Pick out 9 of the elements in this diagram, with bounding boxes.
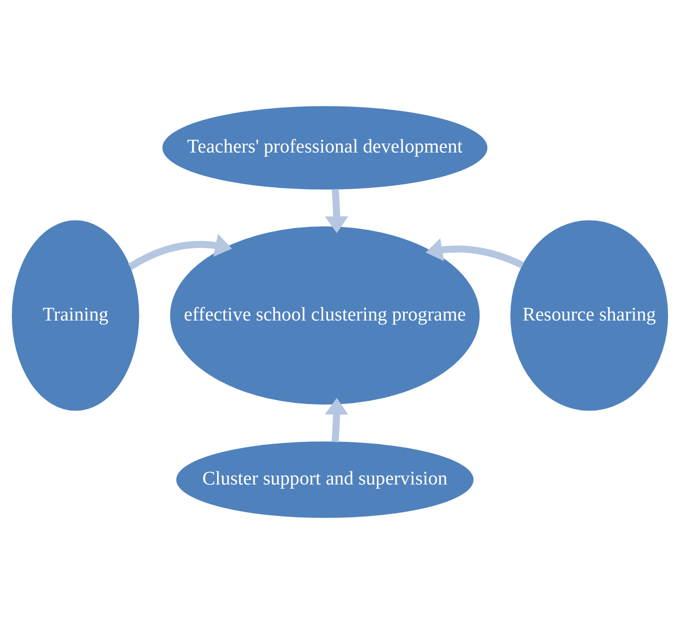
node-ellipse: Cluster support and supervision [176, 442, 474, 518]
arrow [128, 234, 232, 270]
node-ellipse: effective school clustering programe [170, 226, 480, 405]
arrow [426, 238, 524, 268]
node-ellipse: Resource sharing [510, 220, 668, 411]
arrow [324, 189, 348, 234]
arrow [324, 398, 348, 442]
node-ellipse: Teachers' professional development [162, 106, 488, 190]
node-ellipse: Training [12, 220, 140, 411]
